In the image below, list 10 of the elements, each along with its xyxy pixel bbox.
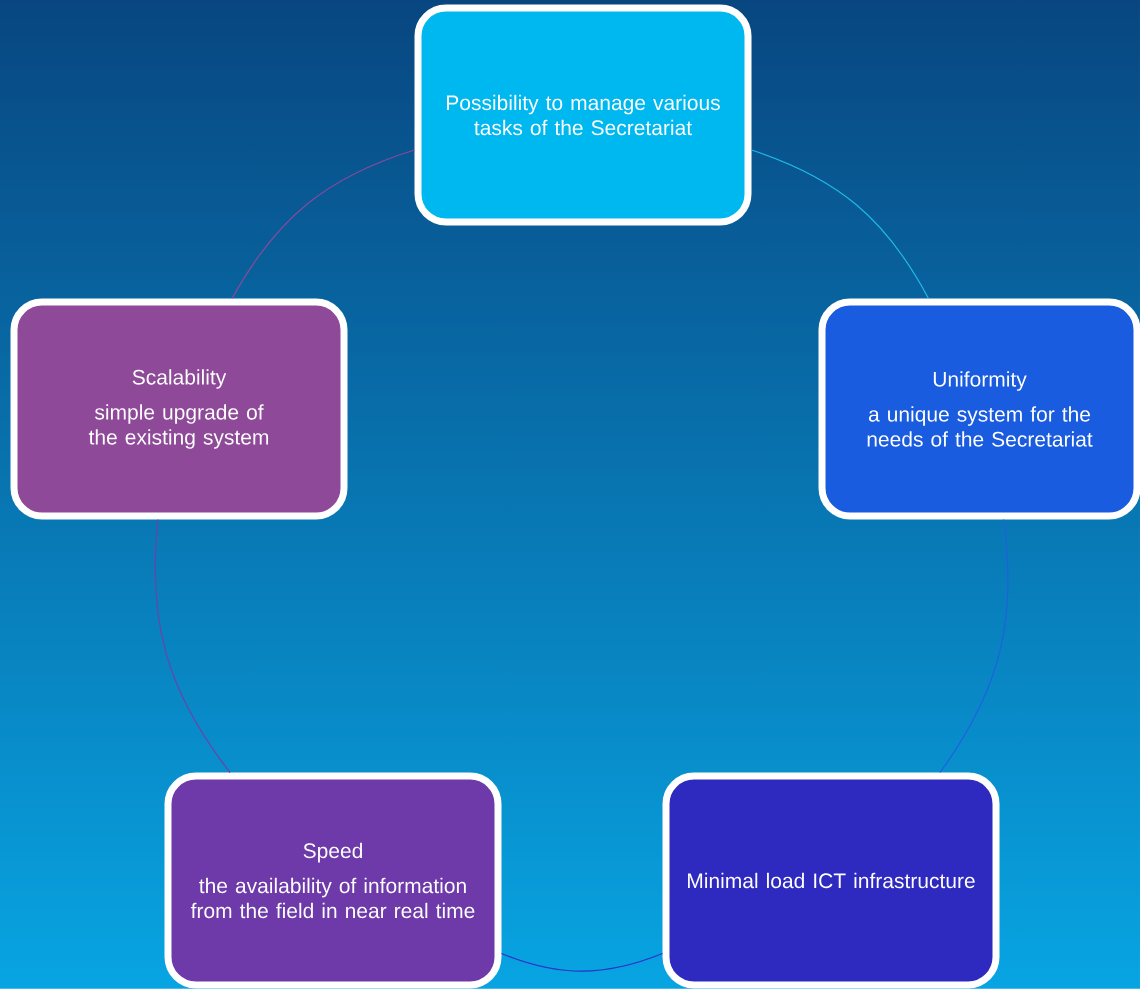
connector-arc	[154, 518, 231, 774]
rounded-box: Speed the availability of information from the field in near real time	[164, 772, 502, 989]
connector-arc	[750, 149, 930, 300]
rounded-box: Scalability simple upgrade of the existing system	[10, 298, 348, 520]
connector-arc	[500, 952, 664, 972]
connector-arc	[939, 518, 1009, 774]
rounded-box: Minimal load ICT infrastructure	[662, 772, 1000, 989]
rounded-box: Possibility to manage various tasks of the Secretariat	[414, 4, 752, 226]
rounded-box: Uniformity a unique system for the needs of the Secretariat	[818, 298, 1140, 520]
connector-arc	[231, 149, 416, 300]
